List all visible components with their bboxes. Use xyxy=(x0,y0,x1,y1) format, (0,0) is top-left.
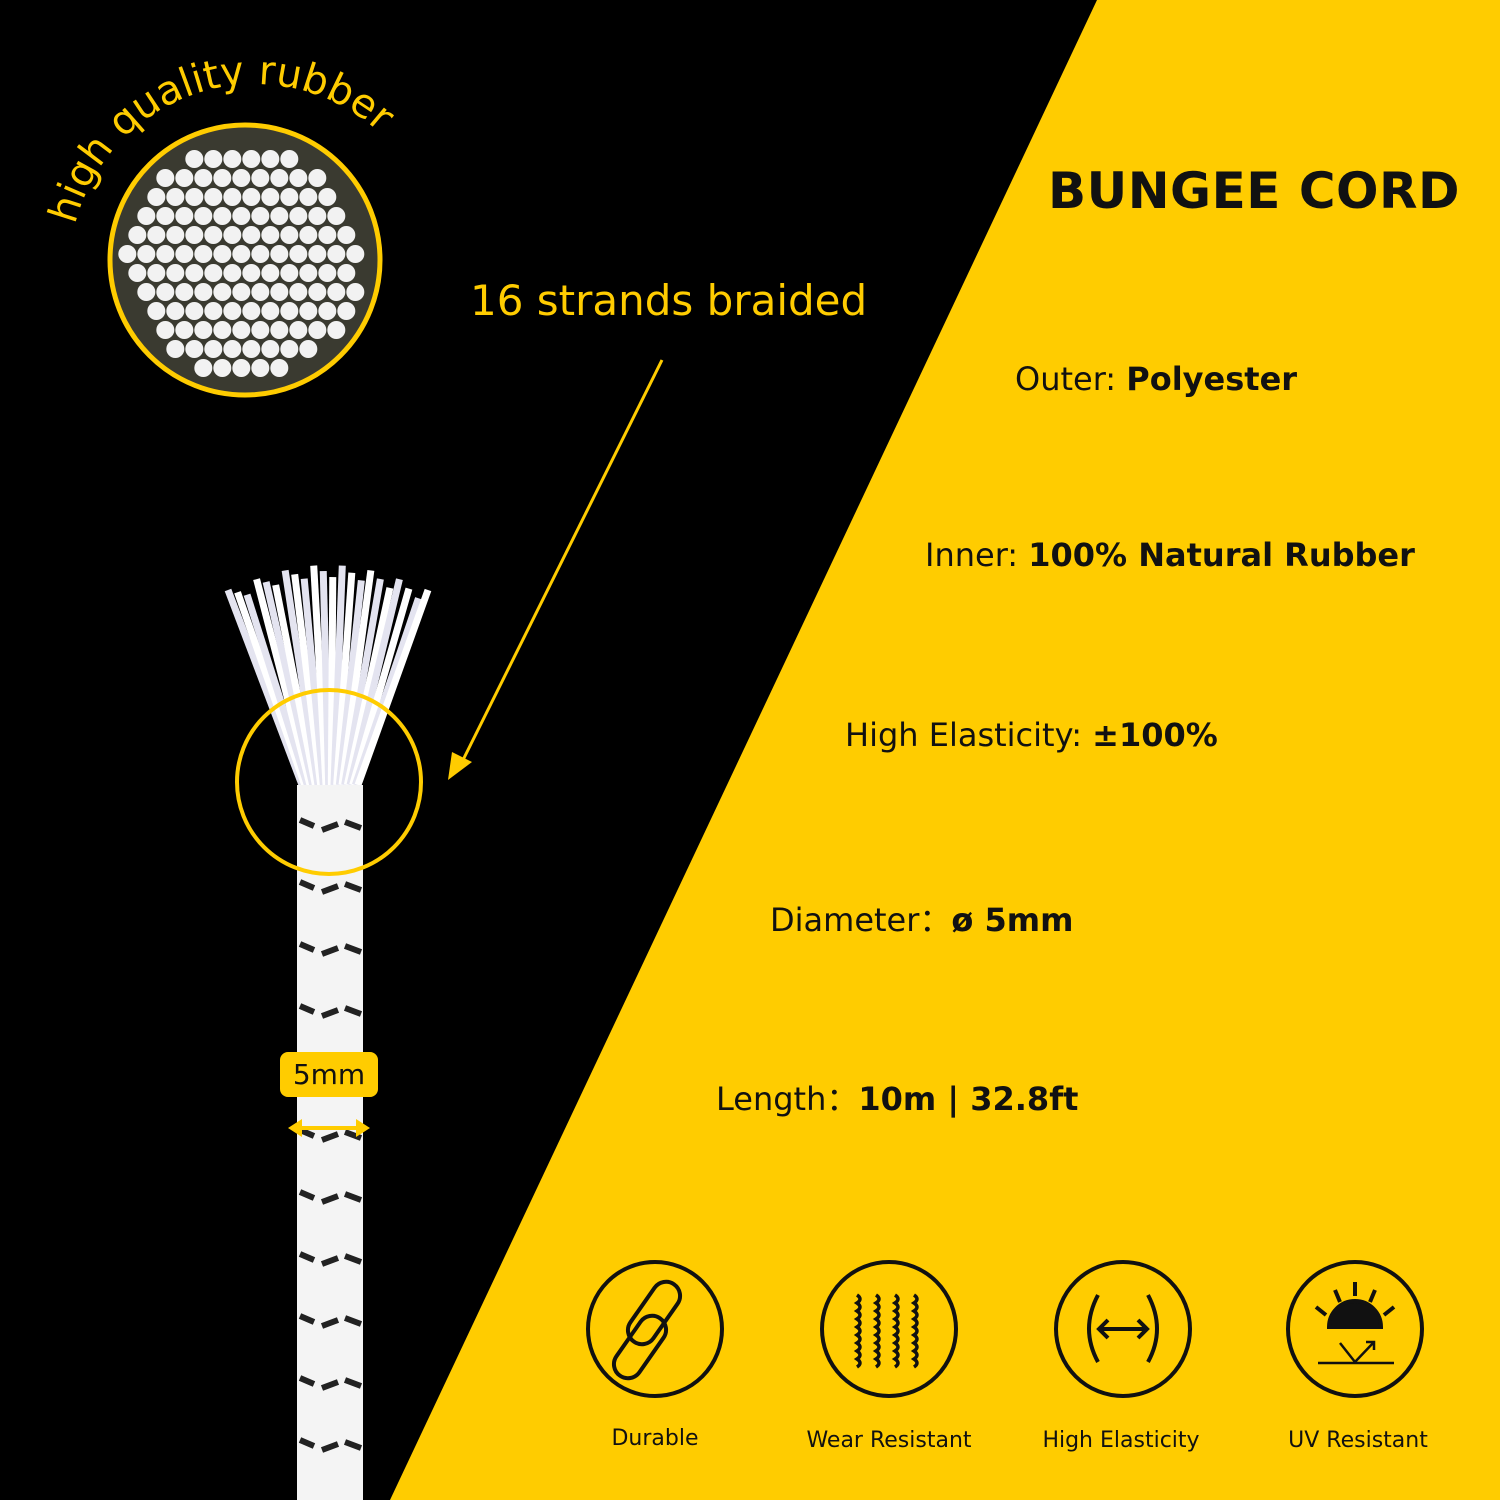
strands-label: 16 strands braided xyxy=(470,276,868,325)
stretch-arrows-icon xyxy=(1054,1260,1192,1398)
spec-length: Length：10m | 32.8ft xyxy=(716,1080,1079,1118)
spec-elasticity: High Elasticity: ±100% xyxy=(845,716,1218,754)
sun-uv-icon xyxy=(1286,1260,1424,1398)
spec-outer: Outer: Polyester xyxy=(1015,360,1298,398)
pointer-arrow xyxy=(448,359,664,780)
spec-inner: Inner: 100% Natural Rubber xyxy=(925,536,1415,574)
bungee-cord-image xyxy=(224,565,432,1500)
feature-high-elasticity-label: High Elasticity xyxy=(1042,1428,1200,1453)
feature-durable-label: Durable xyxy=(611,1426,699,1451)
width-arrow xyxy=(288,1119,370,1137)
wavy-lines-icon xyxy=(820,1260,958,1398)
spec-diameter: Diameter：ø 5mm xyxy=(770,901,1074,939)
cross-section-image xyxy=(107,122,383,398)
page-title: BUNGEE CORD xyxy=(1048,162,1461,220)
chain-link-icon xyxy=(586,1260,724,1398)
feature-uv-resistant-label: UV Resistant xyxy=(1288,1428,1428,1453)
diameter-badge: 5mm xyxy=(280,1052,378,1097)
feature-wear-resistant-label: Wear Resistant xyxy=(806,1428,972,1453)
